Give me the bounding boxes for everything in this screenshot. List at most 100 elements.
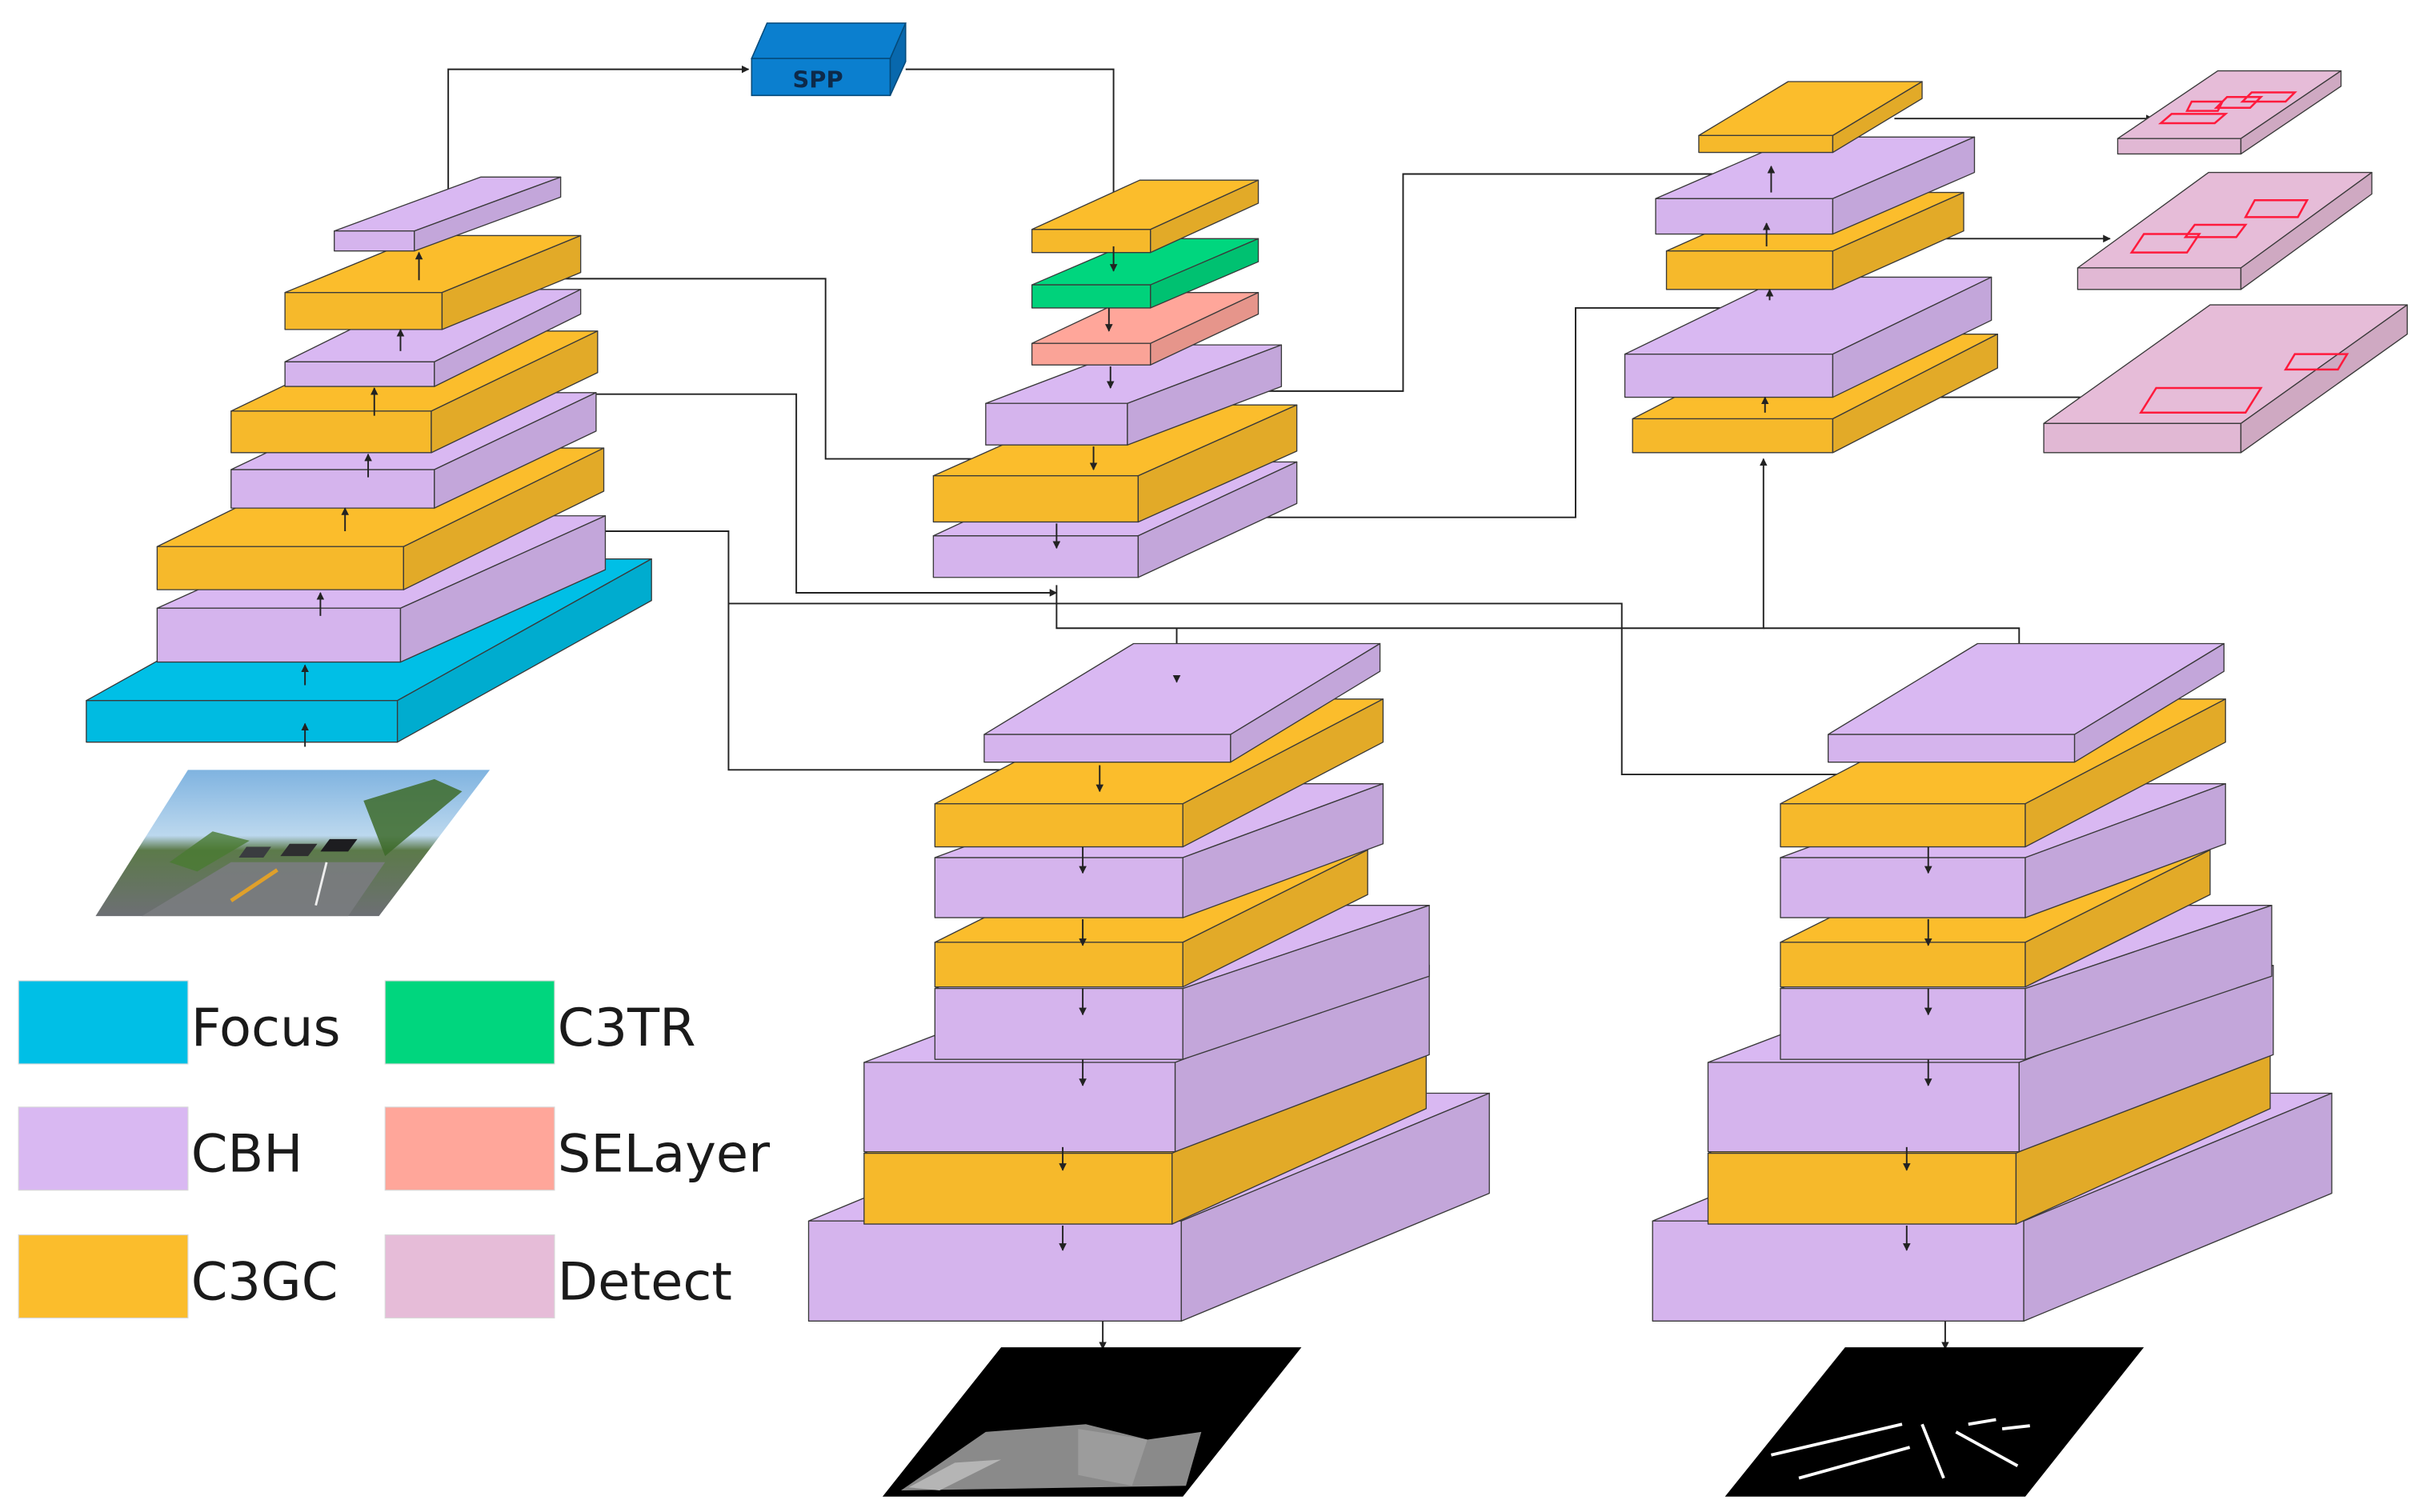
block-side [2025, 698, 2226, 848]
legend-swatch [18, 1234, 189, 1319]
block-front [1031, 284, 1151, 309]
block-side [1832, 333, 1999, 454]
block-front [2117, 138, 2242, 155]
connector [728, 602, 1951, 778]
legend-item-focus: Focus [18, 980, 341, 1065]
block-side [402, 447, 605, 590]
legend-swatch [384, 1106, 555, 1191]
connector [508, 393, 1058, 597]
block-side [1182, 698, 1384, 848]
block-side [1150, 238, 1260, 309]
detection-boxes [2129, 91, 2349, 414]
block-front [1632, 418, 1834, 454]
block-front [1031, 229, 1151, 254]
legend-label: C3GC [191, 1251, 338, 1312]
block-front [2043, 422, 2242, 454]
block-side [2025, 905, 2273, 1060]
legend-swatch [18, 1106, 189, 1191]
connector [492, 530, 1104, 774]
block-front [1624, 353, 1834, 398]
connector [527, 278, 1106, 463]
block-side [2240, 171, 2373, 290]
block-front [985, 402, 1128, 446]
block-c3gc [284, 234, 582, 330]
block-front [1665, 250, 1834, 290]
block-side [1127, 344, 1283, 446]
block-cbh [985, 344, 1283, 446]
block-front [284, 361, 435, 387]
block-side [2025, 782, 2226, 918]
legend-label: SELayer [558, 1124, 770, 1185]
legend-item-c3gc: C3GC [18, 1234, 338, 1319]
legend-label: C3TR [558, 998, 696, 1058]
legend-item-selayer: SELayer [384, 1106, 770, 1191]
spp-label: SPP [793, 66, 843, 94]
block-front [1698, 134, 1834, 154]
block-side [434, 392, 597, 509]
block-front [934, 857, 1183, 918]
block-front [1780, 942, 2026, 988]
block-cbh [334, 176, 562, 252]
block-cbh [1624, 276, 1992, 398]
block-c3tr [1031, 238, 1260, 309]
block-front [1031, 342, 1151, 366]
block-detect [2077, 171, 2373, 290]
block-front [230, 469, 435, 509]
block-side [431, 330, 599, 454]
block-front [1780, 802, 2026, 848]
block-side [1150, 292, 1260, 366]
block-front [934, 987, 1183, 1060]
block-side [399, 515, 607, 663]
block-side [1137, 461, 1298, 578]
legend-swatch [384, 1234, 555, 1319]
connector [1224, 304, 1771, 518]
block-side [2023, 1092, 2333, 1322]
block-side [1137, 404, 1298, 523]
block-side [2025, 849, 2211, 988]
block-cbh [1827, 642, 2225, 763]
block-cbh [983, 642, 1381, 763]
legend-item-c3tr: C3TR [384, 980, 696, 1065]
layer-blocks [86, 70, 2408, 1322]
spp-top [751, 22, 907, 59]
block-side [1832, 136, 1976, 235]
block-side [441, 234, 582, 330]
block-c3gc [1698, 81, 1923, 154]
block-side [1180, 1092, 1490, 1322]
block-side [396, 558, 652, 743]
block-front [863, 1062, 1176, 1153]
block-front [156, 607, 402, 663]
block-front [284, 292, 443, 330]
block-front [934, 942, 1183, 988]
block-side [1182, 782, 1384, 918]
flow-arrows [301, 165, 1949, 1350]
block-front [807, 1220, 1182, 1322]
block-side [1832, 276, 1992, 398]
block-front [230, 410, 432, 454]
block-side [2240, 70, 2342, 155]
legend-item-detect: Detect [384, 1234, 732, 1319]
block-front [932, 535, 1139, 578]
legend-label: Detect [558, 1251, 732, 1312]
block-front [2077, 267, 2242, 290]
block-front [156, 546, 405, 590]
block-front [932, 475, 1139, 523]
block-front [1707, 1152, 2017, 1225]
block-side [1182, 849, 1368, 988]
block-side [1230, 642, 1381, 763]
legend-swatch [18, 980, 189, 1065]
block-front [1780, 987, 2026, 1060]
drivable-area-output [882, 1347, 1302, 1497]
block-front [863, 1152, 1173, 1225]
input-image [95, 770, 491, 917]
connector [447, 65, 750, 204]
lane-line-output [1724, 1347, 2145, 1497]
block-front [334, 230, 415, 252]
legend-swatch [384, 980, 555, 1065]
block-front [1652, 1220, 2025, 1322]
block-side [1832, 81, 1923, 154]
block-selayer [1031, 292, 1260, 366]
block-front [86, 700, 398, 743]
block-c3gc [1031, 179, 1260, 254]
